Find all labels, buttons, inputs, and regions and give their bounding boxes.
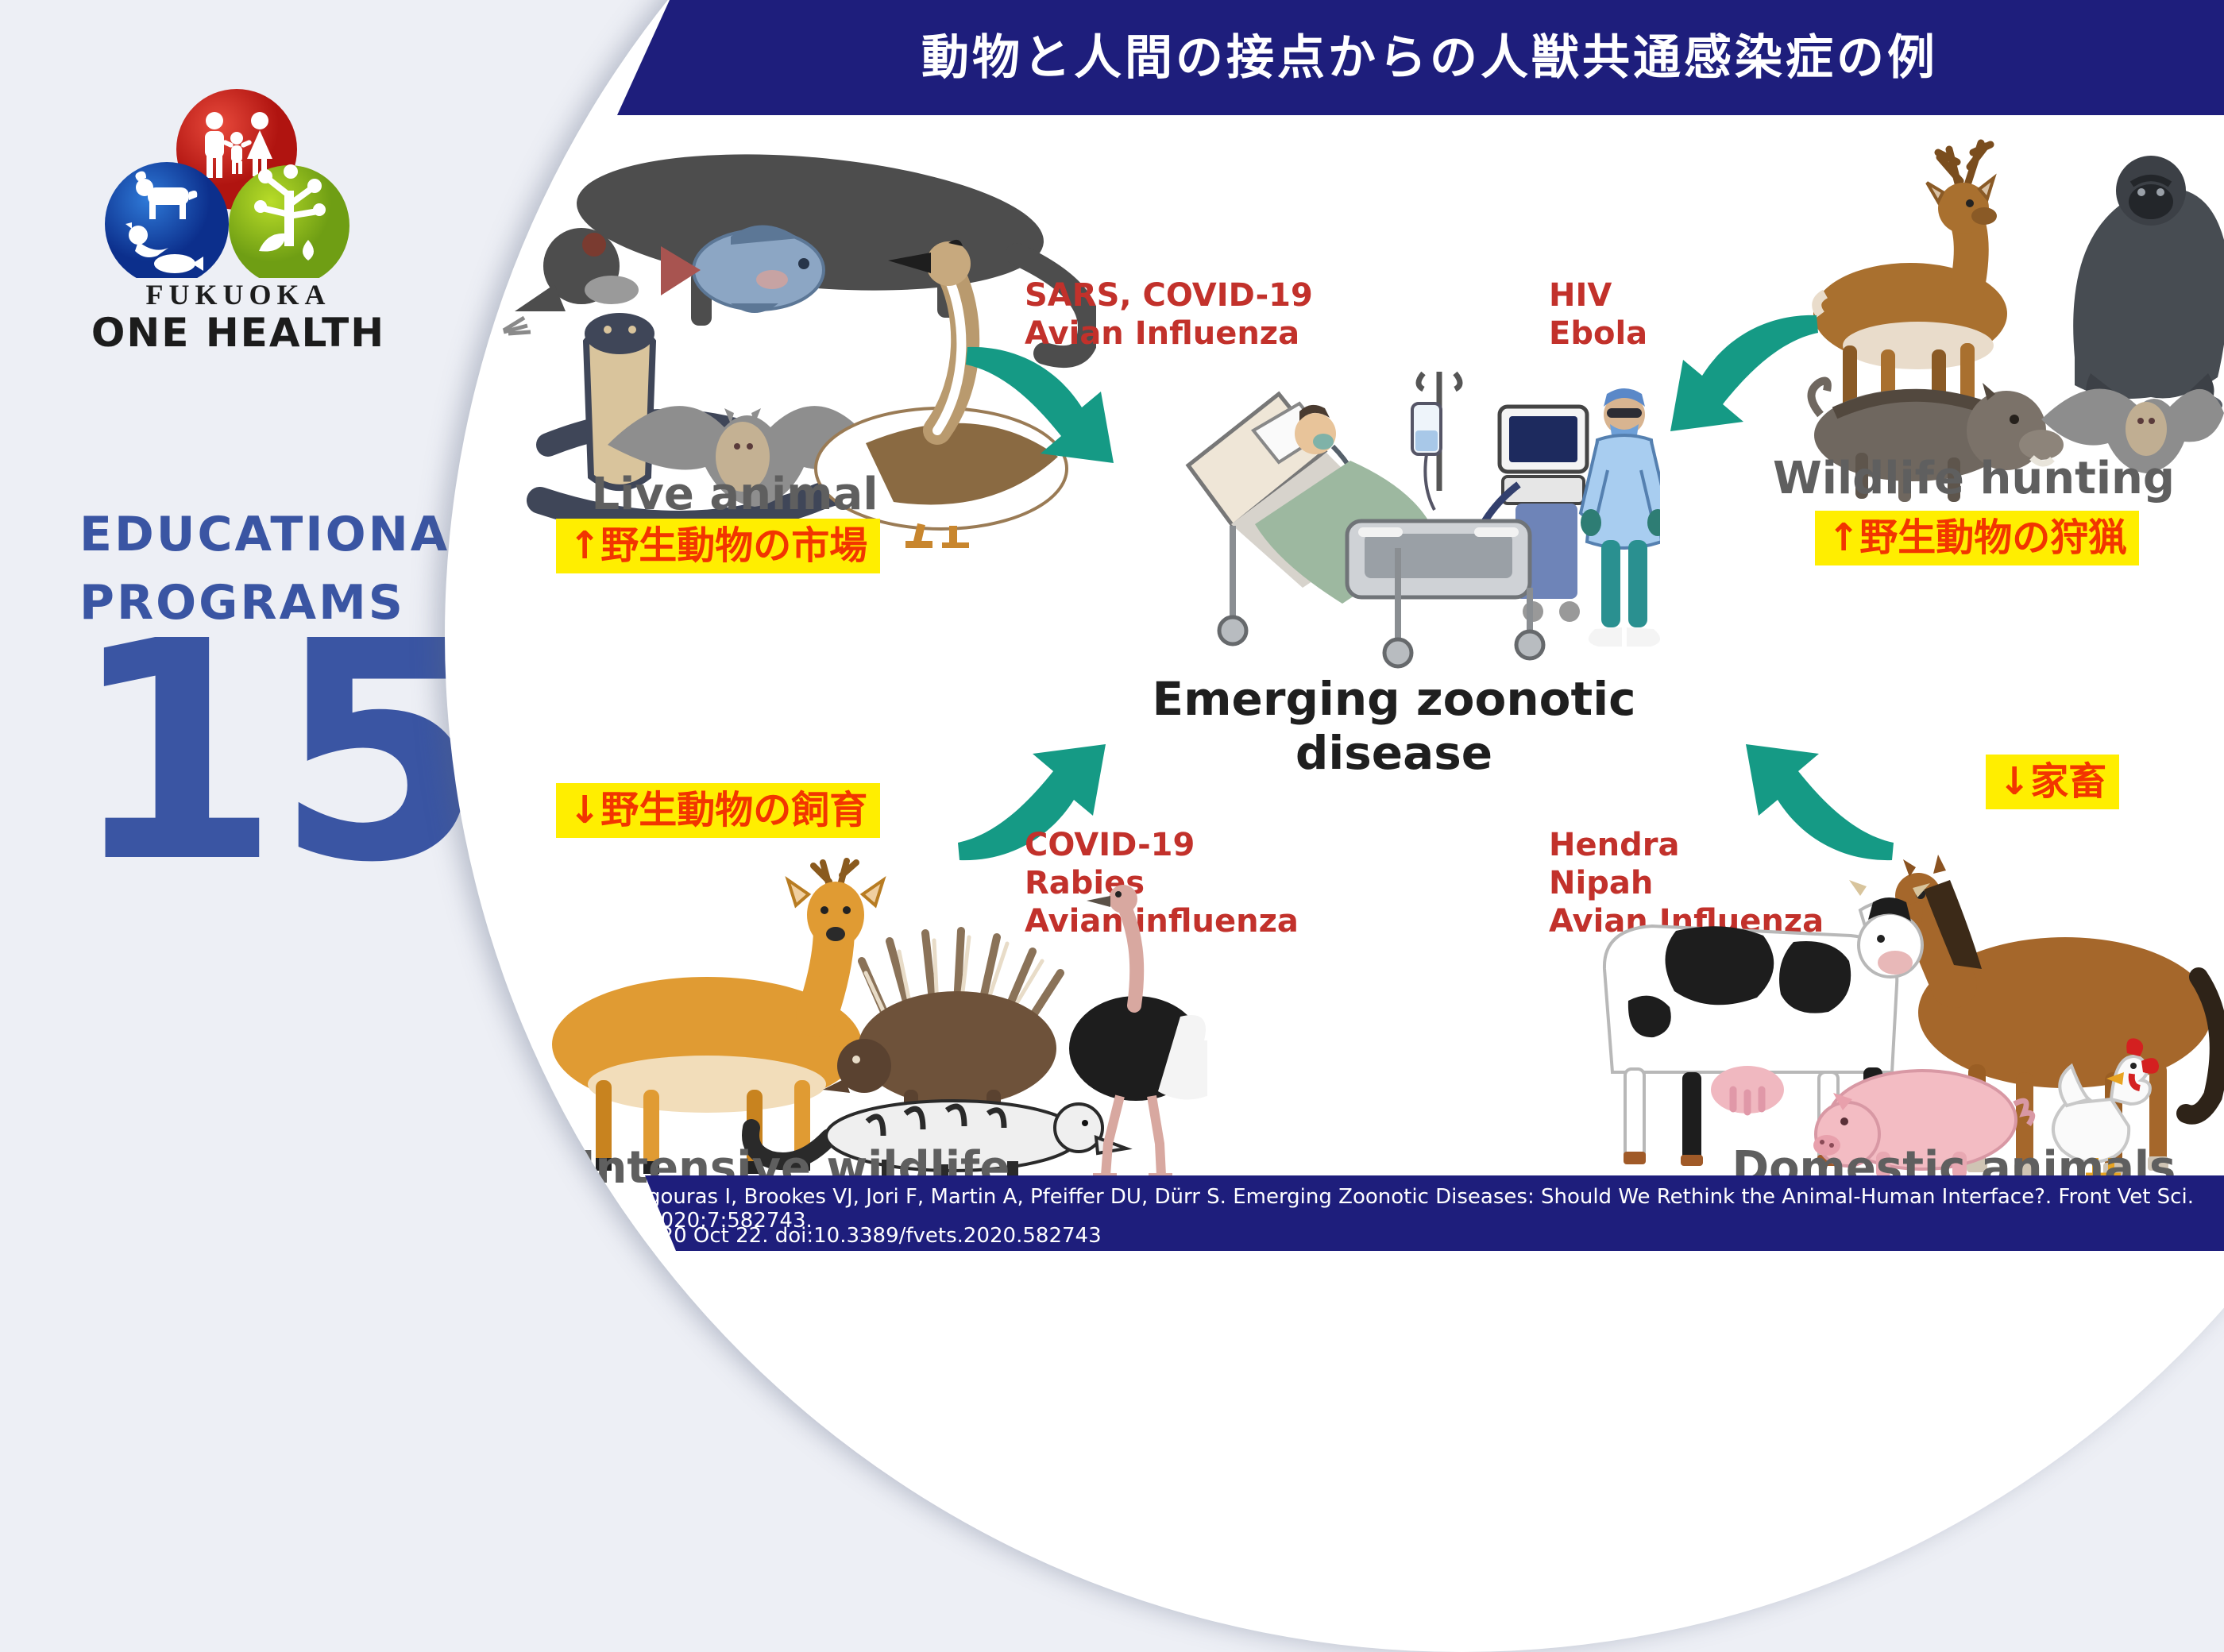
deer-icon <box>1812 139 2007 430</box>
sidebar-heading-line2: PROGRAMS <box>79 575 405 631</box>
label-jp-wildlife-farming: ↓野生動物の飼育 <box>556 783 881 838</box>
fish-icon <box>661 225 825 313</box>
healthcare-worker-icon <box>1578 388 1660 647</box>
logo-brand-one-health: ONE HEALTH <box>91 310 386 356</box>
slide-title: 動物と人間の接点からの人獣共通感染症の例 <box>921 30 1938 86</box>
sidebar: FUKUOKA ONE HEALTH EDUCATIONAL PROGRAMS … <box>0 0 556 1251</box>
warthog-icon <box>1807 376 2064 502</box>
sidebar-heading: EDUCATIONAL PROGRAMS <box>79 500 524 637</box>
roe-deer-icon <box>552 858 886 1174</box>
hospital-bed-icon <box>1185 391 1546 669</box>
citation-line-2: 020 Oct 22. doi:10.3389/fvets.2020.58274… <box>647 1224 1102 1248</box>
gorilla-icon <box>2073 156 2224 416</box>
label-jp-wild-animal-market: ↑野生動物の市場 <box>556 519 881 573</box>
sidebar-heading-line1: EDUCATIONAL <box>79 507 483 562</box>
bat-icon <box>2041 388 2224 473</box>
program-count: 15 <box>70 577 485 928</box>
porcupine-icon <box>823 927 1064 1128</box>
domestic-animals-illustration <box>1602 855 2224 1179</box>
label-jp-wildlife-hunting: ↑野生動物の狩猟 <box>1815 511 2140 565</box>
bat-icon <box>608 406 874 507</box>
iv-drip-icon <box>1411 371 1463 511</box>
pig-icon <box>1813 1069 2036 1179</box>
diseases-top-right: HIV Ebola <box>1549 277 1648 352</box>
live-animal-markets-illustration <box>502 154 1096 548</box>
label-jp-livestock: ↓家畜 <box>1986 755 2120 809</box>
one-health-logo <box>105 89 349 278</box>
diagram-panel: Live animal markets ↑野生動物の市場 SARS, COVID… <box>445 0 2224 1652</box>
caption-wildlife-hunting: Wildlife hunting <box>1773 453 2175 504</box>
wildlife-hunting-illustration <box>1807 139 2224 502</box>
animals-icon <box>105 162 229 278</box>
caption-emerging-zoonotic-disease: Emerging zoonotic disease <box>1152 672 1636 780</box>
hospital-patient-illustration <box>1185 371 1660 669</box>
diseases-top-left: SARS, COVID-19 Avian Influenza <box>1025 277 1313 352</box>
logo-brand-fukuoka: FUKUOKA <box>145 279 331 311</box>
wildlife-farming-illustration <box>552 858 1207 1182</box>
environment-icon <box>229 164 349 278</box>
